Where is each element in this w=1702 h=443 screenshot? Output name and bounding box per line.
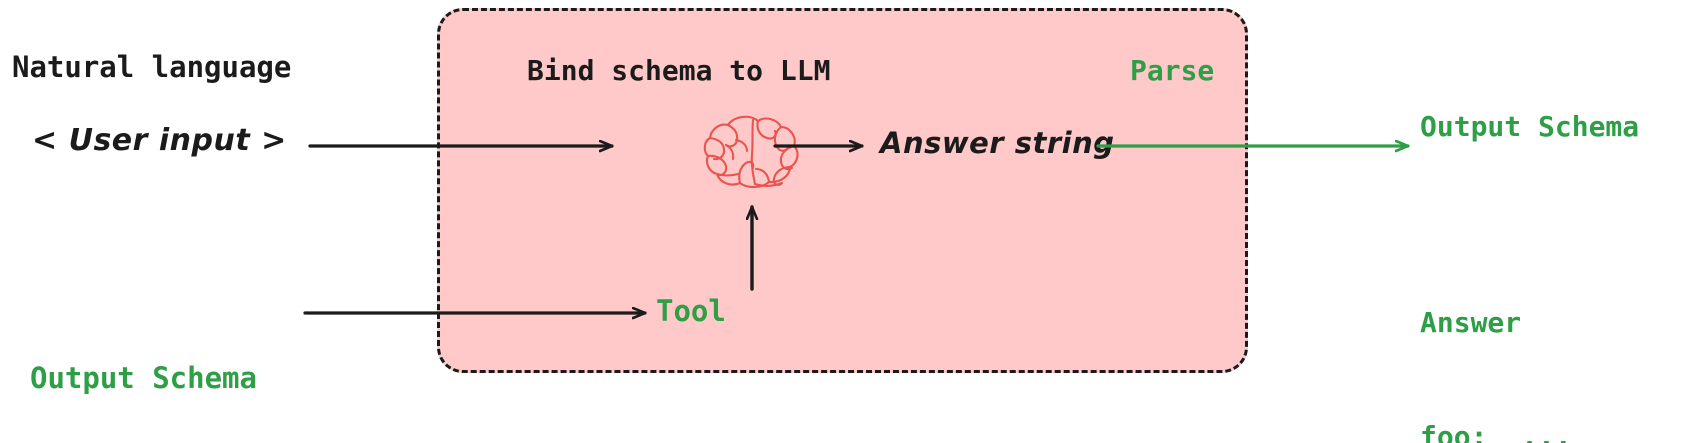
brain-icon — [703, 115, 799, 189]
input-schema-header: Output Schema — [30, 361, 257, 395]
output-schema-header: Output Schema — [1420, 110, 1640, 143]
schema-spacer — [1420, 222, 1639, 228]
output-schema-block: Output Schema Answer foo: ... bar: ... — [1420, 32, 1639, 443]
answer-string-text: Answer string — [880, 126, 1115, 160]
user-input-text: < User input > — [32, 123, 287, 158]
natural-language-label: Natural language — [12, 50, 292, 84]
tool-label: Tool — [656, 294, 726, 328]
input-output-schema-block: Output Schema foo: ... bar: ... — [30, 288, 257, 443]
parse-label: Parse — [1130, 54, 1215, 87]
bind-schema-to-llm-label: Bind schema to LLM — [527, 54, 831, 87]
output-schema-line-answer: Answer — [1420, 306, 1522, 339]
output-schema-line-foo: foo: ... — [1420, 420, 1572, 443]
